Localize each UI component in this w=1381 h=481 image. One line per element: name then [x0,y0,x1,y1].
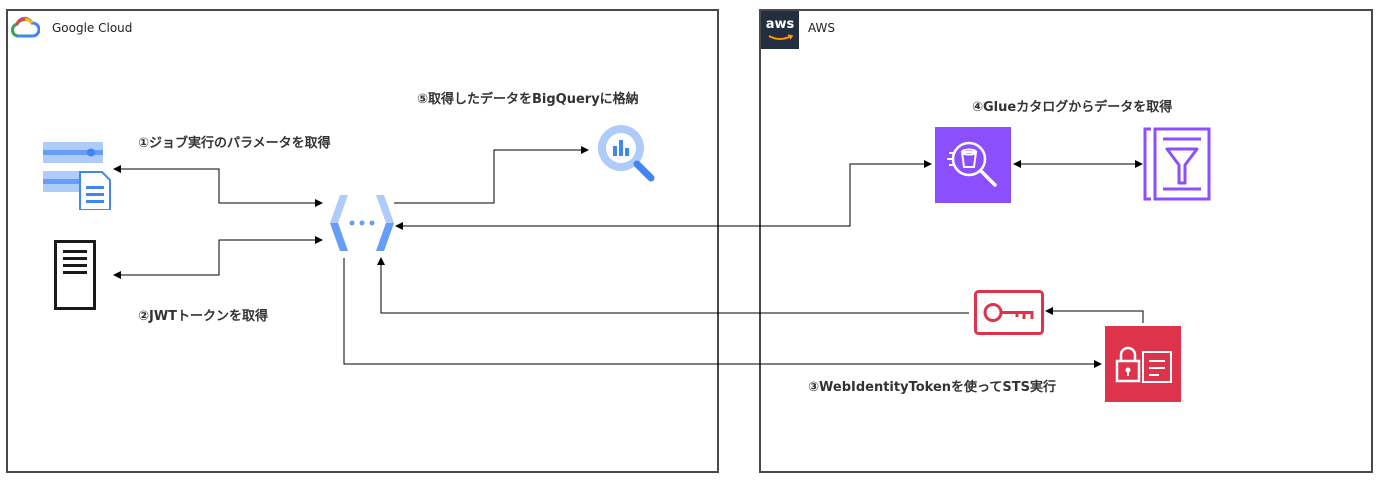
step5-label: ⑤取得したデータをBigQueryに格納 [417,92,639,107]
google-cloud-logo-icon [10,16,41,40]
arrow-credentials-return [377,257,969,314]
arrow-step1-parameters [113,165,323,207]
parameter-server-icon [43,142,111,211]
step1-label: ①ジョブ実行のパラメータを取得 [138,136,331,151]
aws-title: AWS [808,21,836,35]
aws-region [759,9,1373,473]
bigquery-icon [593,120,657,184]
google-cloud-region [6,9,719,473]
aws-logo-icon: aws [761,11,799,49]
aws-logo-text: aws [765,17,795,32]
step3-label: ③WebIdentityTokenを使ってSTS実行 [808,380,1056,395]
arrow-step3-sts [343,258,1102,368]
glue-data-catalog-icon [935,127,1011,203]
glue-catalog-outline-icon [1143,127,1211,201]
workflows-icon [326,193,398,253]
server-tower-icon [54,240,96,310]
arrow-sts-to-key [1045,307,1144,323]
arrow-step2-jwt [113,236,323,279]
step2-label: ②JWTトークンを取得 [138,309,269,324]
step4-label: ④Glueカタログからデータを取得 [972,100,1173,115]
temporary-credentials-key-icon [974,290,1044,335]
aws-sts-icon [1105,326,1181,402]
google-cloud-title: Google Cloud [52,21,133,35]
arrow-step5-bigquery [394,146,589,204]
arrow-step4-glue [395,160,932,230]
